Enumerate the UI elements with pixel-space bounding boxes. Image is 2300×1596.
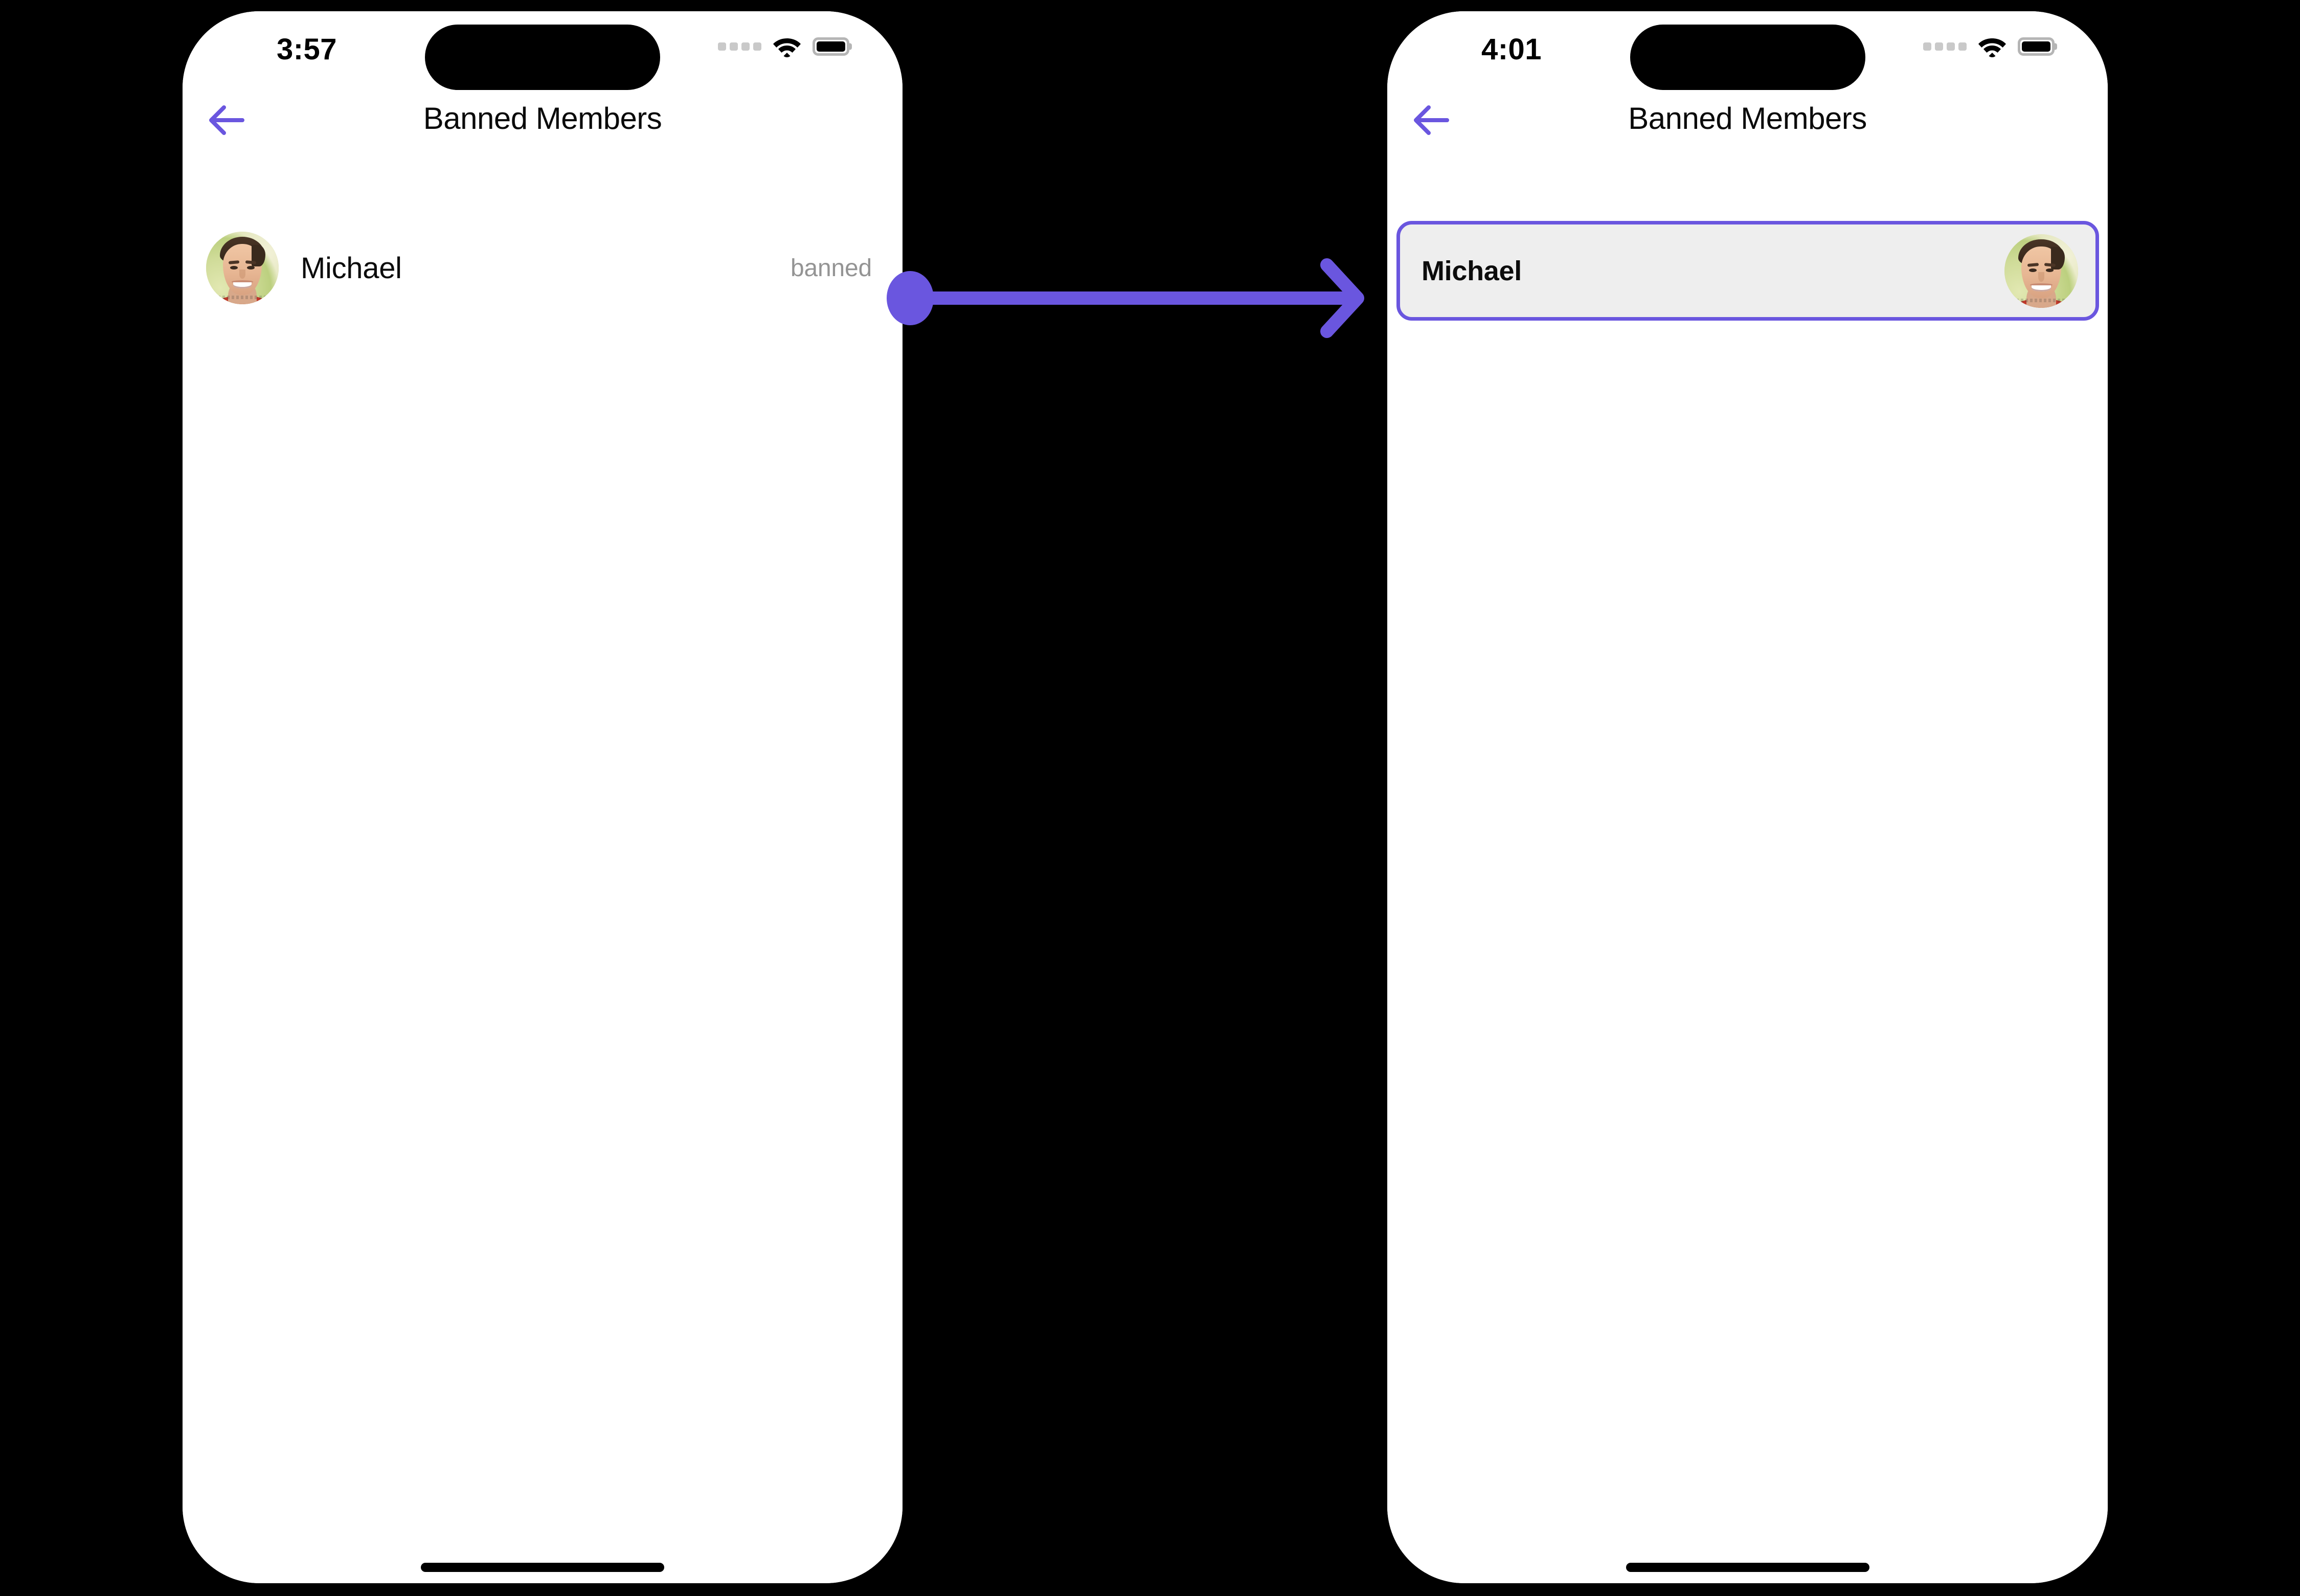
home-indicator <box>1626 1563 1869 1572</box>
page-title: Banned Members <box>1628 101 1867 136</box>
status-bar-indicators <box>718 36 849 57</box>
status-bar: 3:57 <box>183 11 903 90</box>
page-title: Banned Members <box>423 101 662 136</box>
phone-frame-before: 3:57 <box>183 11 903 1583</box>
screen-before: 3:57 <box>183 11 903 1583</box>
nav-bar: Banned Members <box>183 80 903 157</box>
status-bar-time: 4:01 <box>1481 33 1542 66</box>
wifi-icon <box>773 36 801 57</box>
arrow-left-icon <box>207 104 244 139</box>
wifi-icon <box>1978 36 2006 57</box>
dynamic-island <box>425 25 660 90</box>
arrow-left-icon <box>1411 104 1449 139</box>
dynamic-island <box>1630 25 1865 90</box>
battery-full-icon <box>813 37 849 56</box>
battery-full-icon <box>2018 37 2055 56</box>
back-button[interactable] <box>1407 98 1454 145</box>
screen-after: 4:01 <box>1387 11 2108 1583</box>
banned-member-row-selected[interactable]: Michael <box>1396 221 2099 321</box>
user-avatar-photo <box>2004 234 2078 308</box>
status-bar: 4:01 <box>1387 11 2108 90</box>
signal-dots-icon <box>1923 42 1967 51</box>
back-button[interactable] <box>202 98 249 145</box>
flow-arrow-icon <box>887 258 1364 338</box>
status-badge: banned <box>791 254 872 282</box>
member-name: Michael <box>301 251 402 285</box>
signal-dots-icon <box>718 42 761 51</box>
user-avatar-photo <box>206 232 279 304</box>
home-indicator <box>421 1563 664 1572</box>
status-bar-time: 3:57 <box>276 33 337 66</box>
member-name: Michael <box>1422 255 1522 286</box>
nav-bar: Banned Members <box>1387 80 2108 157</box>
banned-member-row[interactable]: Michael banned <box>183 232 903 304</box>
status-bar-indicators <box>1923 36 2055 57</box>
phone-frame-after: 4:01 <box>1387 11 2108 1583</box>
